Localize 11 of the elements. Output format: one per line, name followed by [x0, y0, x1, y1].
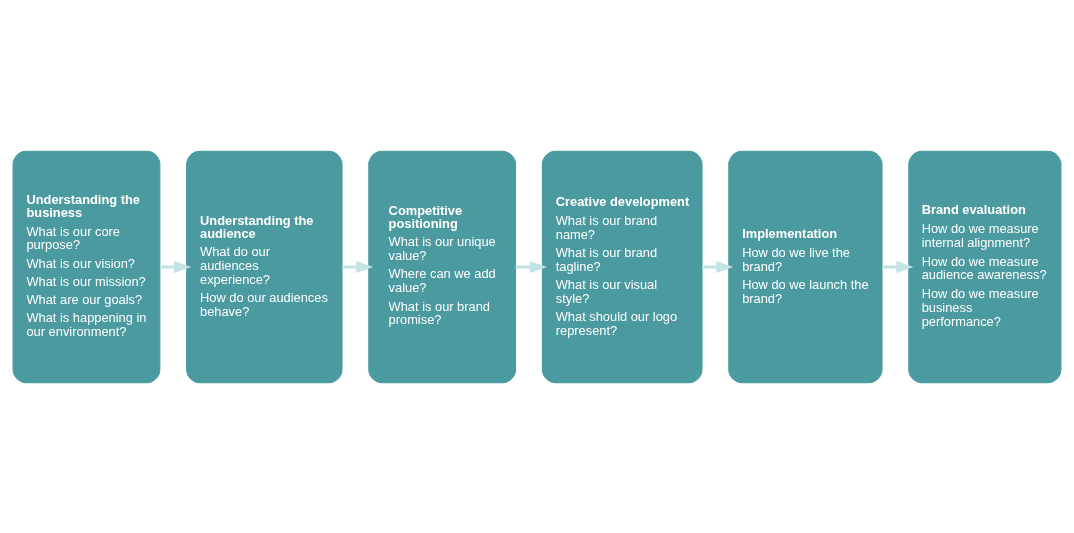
node-box: Understanding the audience What do our audiences experience? How do our audiences behave? [186, 150, 343, 383]
node-box: Creative development What is our brand name? What is our brand tagline? What is our visual style? What should our logo represent? [541, 150, 703, 383]
arrow [160, 260, 192, 273]
node-box: Implementation How do we live the brand? How do we launch the brand? [728, 150, 883, 383]
node-box: Understanding the business What is our core purpose? What is our vision? What is our mission? What are our goals? What is happening in our environment? [12, 150, 161, 383]
node-box: Brand evaluation How do we measure internal alignment? How do we measure audience awareness? How do we measure business performance? [908, 150, 1062, 383]
node-box: Competitive positioning What is our unique value? Where can we add value? What is our brand promise? [368, 150, 517, 383]
arrow [702, 260, 734, 273]
arrow [342, 260, 374, 273]
arrow [882, 260, 914, 273]
arrow [515, 260, 547, 273]
